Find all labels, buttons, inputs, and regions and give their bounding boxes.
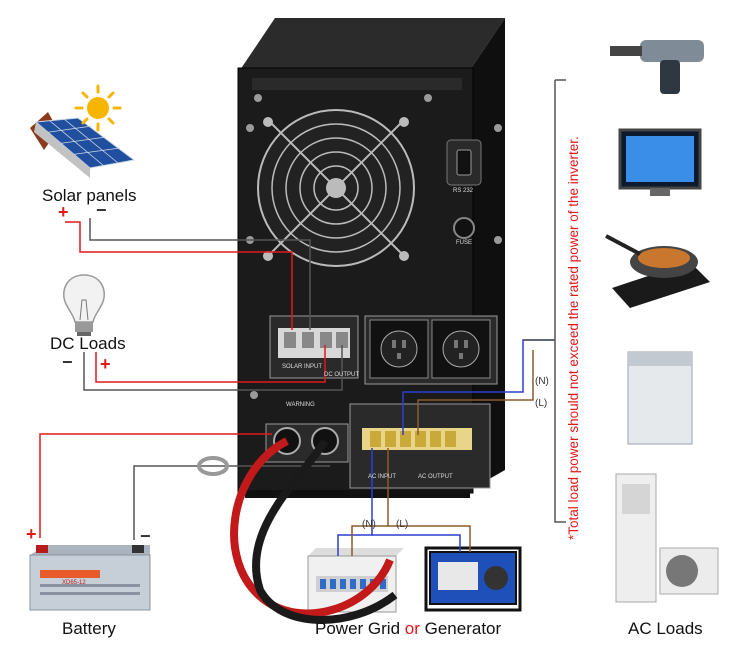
battery-negative-wire bbox=[133, 465, 330, 540]
ac-output-line-wire bbox=[417, 350, 534, 435]
solar-panels-label: Solar panels bbox=[42, 186, 137, 205]
monitor-icon bbox=[618, 128, 702, 196]
sun-icon bbox=[74, 84, 122, 132]
dc-positive-sign: + bbox=[100, 354, 111, 374]
warning-label: WARNING bbox=[286, 402, 315, 408]
or-label: or bbox=[404, 619, 420, 638]
dc-negative-sign: − bbox=[62, 352, 73, 372]
solar-input-label: SOLAR INPUT bbox=[282, 364, 323, 370]
washing-machine-icon bbox=[627, 351, 693, 445]
output-line-tag: (L) bbox=[535, 398, 548, 409]
battery-positive-wire bbox=[39, 433, 272, 538]
solar-positive-sign: + bbox=[58, 202, 69, 222]
inverter bbox=[237, 18, 505, 498]
light-bulb-icon bbox=[63, 274, 105, 336]
solar-negative-wire bbox=[89, 218, 311, 330]
input-line-tag: (L) bbox=[396, 519, 409, 530]
battery-label: Battery bbox=[62, 619, 116, 638]
input-neutral-tag: (N) bbox=[362, 519, 376, 530]
battery-brand: XD65-12 bbox=[62, 580, 86, 586]
fuse-label: FUSE bbox=[456, 240, 473, 246]
battery-negative-sign: − bbox=[140, 526, 151, 546]
ac-input-label: AC INPUT bbox=[368, 474, 397, 480]
fan-grille bbox=[257, 109, 415, 267]
ac-input-line-wire bbox=[387, 448, 471, 552]
solar-panel-illustration bbox=[30, 112, 136, 178]
dc-loads-label: DC Loads bbox=[50, 334, 126, 353]
air-conditioner-icon bbox=[615, 473, 719, 603]
dc-load-positive-wire bbox=[95, 345, 326, 383]
dc-load-negative-wire bbox=[83, 345, 343, 391]
generator-illustration bbox=[424, 546, 522, 612]
power-grid-label: Power Grid bbox=[315, 619, 401, 638]
drill-icon bbox=[610, 40, 704, 94]
solar-positive-wire bbox=[65, 221, 293, 330]
cooktop-pan-icon bbox=[605, 234, 710, 308]
ac-loads-label: AC Loads bbox=[628, 619, 703, 638]
solar-negative-sign: − bbox=[96, 200, 107, 220]
dc-output-label: DC OUTPUT bbox=[324, 372, 359, 378]
grid-or-generator-label: Power Grid or Generator bbox=[315, 619, 501, 639]
ac-loads-bracket bbox=[554, 80, 566, 523]
battery-positive-sign: + bbox=[26, 524, 37, 544]
generator-label: Generator bbox=[424, 619, 502, 638]
battery-illustration bbox=[29, 545, 151, 611]
output-neutral-tag: (N) bbox=[535, 376, 549, 387]
rated-power-note: *Total load power should not exceed the … bbox=[566, 136, 581, 540]
ac-output-label: AC OUTPUT bbox=[418, 474, 453, 480]
ac-input-neutral-wire bbox=[337, 448, 373, 556]
rs232-label: RS 232 bbox=[453, 188, 474, 194]
